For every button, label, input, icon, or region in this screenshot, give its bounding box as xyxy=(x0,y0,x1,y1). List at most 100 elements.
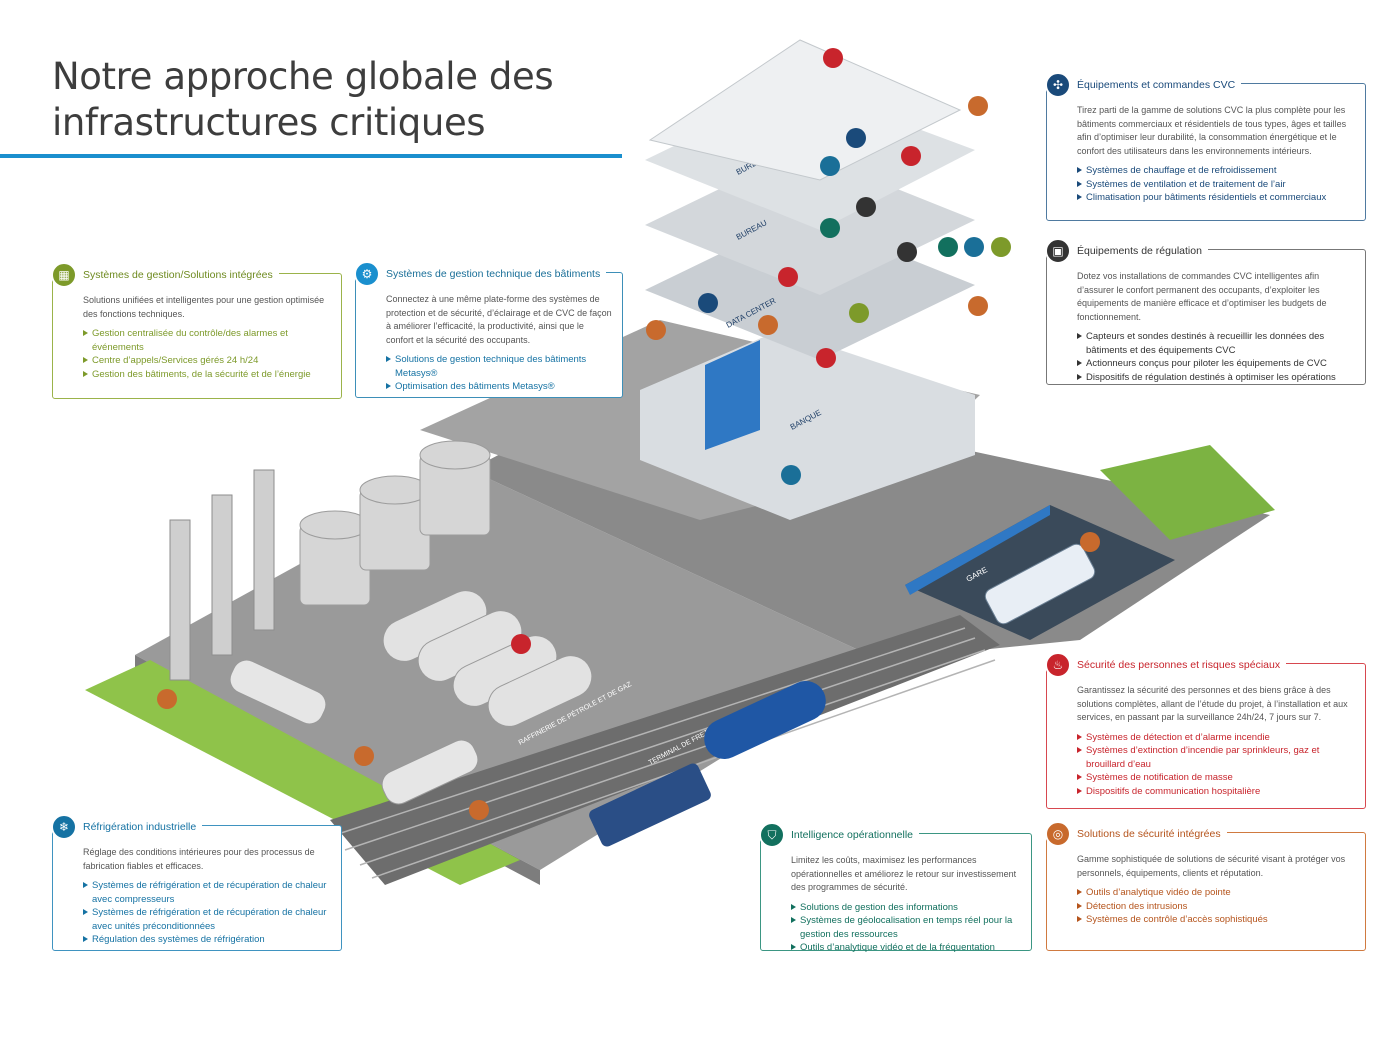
panel-cvc-title: Équipements et commandes CVC xyxy=(1077,79,1236,91)
panel-refrigeration-desc: Réglage des conditions intérieures pour … xyxy=(83,847,315,871)
fingerprint-icon-5 xyxy=(1080,532,1100,552)
list-item: Solutions de gestion des informations xyxy=(791,901,1021,915)
roof-top xyxy=(648,39,962,181)
panel-securite-personnes-list: Systèmes de détection et d’alarme incend… xyxy=(1077,731,1355,799)
panel-intelligence-title: Intelligence opérationnelle xyxy=(791,829,914,841)
panel-gestion: ▦ Systèmes de gestion/Solutions intégrée… xyxy=(51,262,342,399)
panel-regulation-desc: Dotez vos installations de commandes CVC… xyxy=(1077,271,1327,322)
grass-patch xyxy=(1100,445,1275,540)
station-train xyxy=(984,543,1096,625)
title-underline xyxy=(0,154,622,158)
list-item: Systèmes d’extinction d’incendie par spr… xyxy=(1077,744,1355,771)
station-roof xyxy=(905,505,1050,595)
panel-refrigeration-list: Systèmes de réfrigération et de récupéra… xyxy=(83,879,331,947)
list-item: Outils d’analytique vidéo et de la fréqu… xyxy=(791,941,1021,955)
panel-cvc: ✣ Équipements et commandes CVC Tirez par… xyxy=(1045,72,1366,221)
list-item: Capteurs et sondes destinés à recueillir… xyxy=(1077,330,1355,357)
fan-icon: ✣ xyxy=(1045,72,1071,98)
panel-regulation: ▣ Équipements de régulation Dotez vos in… xyxy=(1045,238,1366,385)
integrated-icon-1 xyxy=(991,237,1011,257)
storage-tanks xyxy=(299,440,491,606)
panel-intelligence-desc: Limitez les coûts, maximisez les perform… xyxy=(791,855,1017,892)
list-item: Solutions de gestion technique des bâtim… xyxy=(386,353,612,380)
integrated-systems-icon: ▦ xyxy=(51,262,77,288)
list-item: Systèmes de détection et d’alarme incend… xyxy=(1077,731,1355,745)
shield-icon-1 xyxy=(820,218,840,238)
thermostat-icon-1 xyxy=(856,197,876,217)
panel-gestion-list: Gestion centralisée du contrôle/des alar… xyxy=(83,327,331,381)
fingerprint-icon-6 xyxy=(157,689,177,709)
panel-securite-integree-desc: Gamme sophistiquée de solutions de sécur… xyxy=(1077,854,1346,878)
gears-icon-2 xyxy=(964,237,984,257)
panel-regulation-list: Capteurs et sondes destinés à recueillir… xyxy=(1077,330,1355,384)
thermostat-icon: ▣ xyxy=(1045,238,1071,264)
page-title-line-2: infrastructures critiques xyxy=(52,101,486,144)
flame-icon: ♨ xyxy=(1045,652,1071,678)
panel-gtb: ⚙ Systèmes de gestion technique des bâti… xyxy=(354,261,623,398)
thermostat-icon-2 xyxy=(897,242,917,262)
horizontal-tanks xyxy=(382,590,593,727)
list-item: Systèmes de réfrigération et de récupéra… xyxy=(83,906,331,933)
chimneys xyxy=(169,469,275,681)
page-title: Notre approche globale des infrastructur… xyxy=(52,54,554,146)
panel-cvc-desc: Tirez parti de la gamme de solutions CVC… xyxy=(1077,105,1347,156)
list-item: Dispositifs de communication hospitalièr… xyxy=(1077,785,1355,799)
fire-icon-2 xyxy=(901,146,921,166)
list-item: Systèmes de contrôle d’accès sophistiqué… xyxy=(1077,913,1355,927)
list-item: Gestion centralisée du contrôle/des alar… xyxy=(83,327,331,354)
list-item: Centre d’appels/Services gérés 24 h/24 xyxy=(83,354,331,368)
shield-icon-2 xyxy=(938,237,958,257)
list-item: Systèmes de ventilation et de traitement… xyxy=(1077,178,1355,192)
list-item: Gestion des bâtiments, de la sécurité et… xyxy=(83,368,331,382)
list-item: Détection des intrusions xyxy=(1077,900,1355,914)
panel-cvc-list: Systèmes de chauffage et de refroidissem… xyxy=(1077,164,1355,205)
fire-icon-3 xyxy=(778,267,798,287)
fuel-truck-2 xyxy=(381,739,479,805)
panel-refrigeration: ❄ Réfrigération industrielle Réglage des… xyxy=(51,814,342,951)
list-item: Optimisation des bâtiments Metasys® xyxy=(386,380,612,394)
locomotive xyxy=(589,763,711,847)
snowflake-icon: ❄ xyxy=(51,814,77,840)
fingerprint-icon-2 xyxy=(968,296,988,316)
panel-securite-personnes-desc: Garantissez la sécurité des personnes et… xyxy=(1077,685,1348,722)
list-item: Systèmes de chauffage et de refroidissem… xyxy=(1077,164,1355,178)
panel-gestion-title: Systèmes de gestion/Solutions intégrées xyxy=(83,269,273,281)
fire-icon-1 xyxy=(823,48,843,68)
fire-icon-5 xyxy=(511,634,531,654)
fingerprint-icon-8 xyxy=(469,800,489,820)
fuel-truck-1 xyxy=(229,659,327,725)
list-item: Outils d’analytique vidéo de pointe xyxy=(1077,886,1355,900)
panel-securite-personnes: ♨ Sécurité des personnes et risques spéc… xyxy=(1045,652,1366,809)
panel-gtb-title: Systèmes de gestion technique des bâtime… xyxy=(386,268,601,280)
list-item: Climatisation pour bâtiments résidentiel… xyxy=(1077,191,1355,205)
fingerprint-icon-7 xyxy=(354,746,374,766)
fire-icon-4 xyxy=(816,348,836,368)
panel-refrigeration-title: Réfrigération industrielle xyxy=(83,821,197,833)
list-item: Systèmes de notification de masse xyxy=(1077,771,1355,785)
gears-icon: ⚙ xyxy=(354,261,380,287)
panel-securite-personnes-title: Sécurité des personnes et risques spécia… xyxy=(1077,659,1281,671)
panel-gestion-desc: Solutions unifiées et intelligentes pour… xyxy=(83,295,325,319)
fan-icon-2 xyxy=(698,293,718,313)
fingerprint-icon-3 xyxy=(758,315,778,335)
freight-tank-car xyxy=(704,680,826,760)
panel-gtb-list: Solutions de gestion technique des bâtim… xyxy=(386,353,612,394)
gears-icon-1 xyxy=(820,156,840,176)
integrated-icon-2 xyxy=(849,303,869,323)
panel-securite-integree: ◎ Solutions de sécurité intégrées Gamme … xyxy=(1045,821,1366,951)
shield-icon: ⛉ xyxy=(759,822,785,848)
panel-securite-integree-title: Solutions de sécurité intégrées xyxy=(1077,828,1221,840)
fingerprint-icon-1 xyxy=(968,96,988,116)
fingerprint-icon-4 xyxy=(646,320,666,340)
panel-gtb-desc: Connectez à une même plate-forme des sys… xyxy=(386,294,612,345)
page-title-line-1: Notre approche globale des xyxy=(52,55,554,98)
panel-securite-integree-list: Outils d’analytique vidéo de pointe Déte… xyxy=(1077,886,1355,927)
list-item: Systèmes de réfrigération et de récupéra… xyxy=(83,879,331,906)
panel-intelligence: ⛉ Intelligence opérationnelle Limitez le… xyxy=(759,822,1032,953)
building-bank-face xyxy=(705,340,760,450)
fan-icon-1 xyxy=(846,128,866,148)
list-item: Actionneurs conçus pour piloter les équi… xyxy=(1077,357,1355,371)
panel-intelligence-list: Solutions de gestion des informations Sy… xyxy=(791,901,1021,955)
fingerprint-icon: ◎ xyxy=(1045,821,1071,847)
